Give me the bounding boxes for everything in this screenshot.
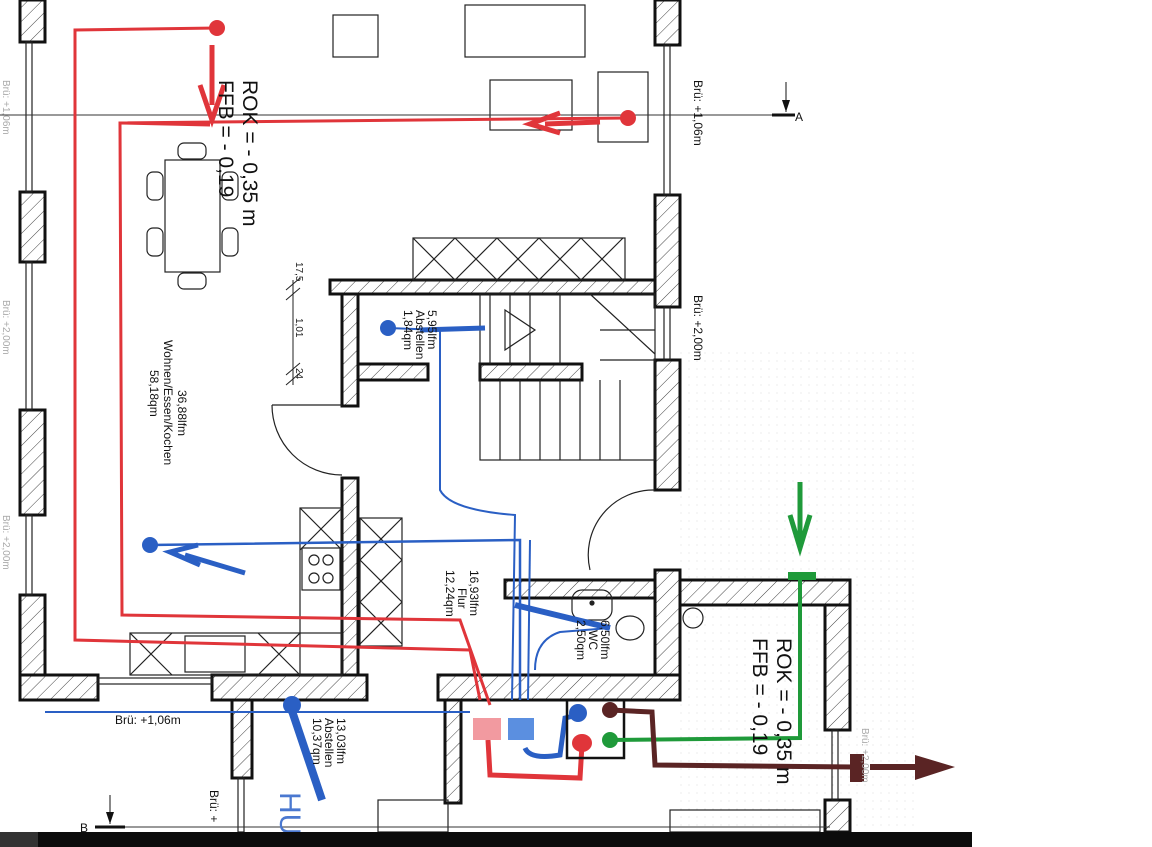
room-label-flur: 16,93lfm Flur 12,24qm (443, 570, 481, 617)
extract-manifold (508, 718, 534, 740)
section-marker-b: B (80, 821, 88, 835)
room-label-wc: 6,50lfm WC 2,50qm (574, 620, 612, 660)
svg-text:Brü: +2,00m: Brü: +2,00m (691, 295, 705, 361)
extract-outlet-icon (142, 537, 158, 553)
dimension-chain: 17,5 1,01 24 (285, 262, 304, 386)
supply-manifold (473, 718, 501, 740)
section-line-a: A (0, 82, 803, 124)
supply-air-ducts (73, 20, 636, 781)
svg-text:6,50lfm: 6,50lfm (598, 620, 612, 659)
svg-text:Abstellen: Abstellen (322, 718, 336, 767)
svg-text:Wohnen/Essen/Kochen: Wohnen/Essen/Kochen (161, 340, 175, 465)
rok-label: ROK = - 0,35 m (238, 80, 261, 226)
section-marker-a: A (795, 110, 803, 124)
svg-text:24: 24 (293, 368, 304, 380)
extract-air-ducts (45, 320, 611, 802)
svg-text:17,5: 17,5 (293, 262, 304, 282)
svg-text:Flur: Flur (455, 588, 469, 609)
svg-text:Brü: +2,00m: Brü: +2,00m (0, 300, 11, 355)
room-label-wohnen: 36,88lfm Wohnen/Essen/Kochen 58,18qm (147, 340, 189, 465)
bottom-toolbar (0, 832, 972, 847)
svg-text:36,88lfm: 36,88lfm (175, 390, 189, 436)
toolbar-button[interactable] (0, 832, 38, 847)
section-line-b: B (80, 795, 830, 835)
rok-label: ROK = - 0,35 m (772, 638, 795, 784)
fresh-air-duct (602, 482, 816, 748)
svg-text:58,18qm: 58,18qm (147, 370, 161, 417)
extract-outlet-icon (283, 696, 301, 714)
svg-text:Brü: +2,00m: Brü: +2,00m (859, 728, 870, 783)
svg-text:13,03lfm: 13,03lfm (334, 718, 348, 764)
ffb-label: FFB = - 0,19 (214, 80, 237, 197)
svg-text:Brü: +: Brü: + (207, 790, 221, 822)
svg-text:Brü: +1,06m: Brü: +1,06m (0, 80, 11, 135)
svg-text:16,93lfm: 16,93lfm (467, 570, 481, 616)
room-label-abstellen-1: 5,95lfm Abstellen 1,84qm (401, 310, 439, 359)
svg-text:12,24qm: 12,24qm (443, 570, 457, 617)
walls (18, 0, 852, 834)
handwritten-note: HU (273, 792, 306, 835)
ffb-label: FFB = - 0,19 (748, 638, 771, 755)
supply-outlet-icon (620, 110, 636, 126)
extract-outlet-icon (380, 320, 396, 336)
exhaust-air-duct (602, 702, 955, 782)
level-info-top: ROK = - 0,35 m FFB = - 0,19 (214, 80, 261, 226)
exhaust-arrow-icon (915, 755, 955, 780)
level-info-bottom: ROK = - 0,35 m FFB = - 0,19 (748, 638, 795, 784)
room-label-abstellen-2: 13,03lfm Abstellen 10,37qm (310, 718, 348, 767)
ventilation-unit (565, 698, 626, 760)
svg-text:Abstellen: Abstellen (413, 310, 427, 359)
svg-text:Brü: +1,06m: Brü: +1,06m (691, 80, 705, 146)
window-labels: Brü: +1,06m Brü: +2,00m Brü: +2,00m Brü:… (0, 80, 870, 822)
svg-text:1,01: 1,01 (293, 318, 304, 338)
svg-text:WC: WC (586, 630, 600, 650)
supply-outlet-icon (209, 20, 225, 36)
svg-text:10,37qm: 10,37qm (310, 718, 324, 765)
svg-text:2,50qm: 2,50qm (574, 620, 588, 660)
svg-text:Brü: +1,06m: Brü: +1,06m (115, 713, 181, 727)
furniture (129, 4, 821, 833)
svg-text:1,84qm: 1,84qm (401, 310, 415, 350)
svg-text:5,95lfm: 5,95lfm (425, 310, 439, 349)
svg-text:Brü: +2,00m: Brü: +2,00m (0, 515, 11, 570)
